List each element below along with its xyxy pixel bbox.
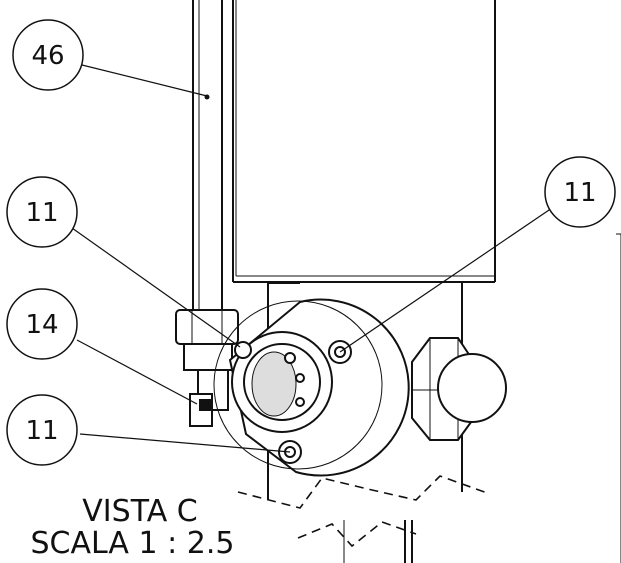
- callout-14-label: 14: [25, 310, 58, 340]
- callout-11-right: 11: [544, 156, 616, 228]
- callout-11-top-label: 11: [25, 198, 58, 228]
- break-line: [237, 475, 491, 548]
- view-title: VISTA C: [82, 494, 198, 529]
- callout-11-top: 11: [6, 176, 78, 248]
- callout-46: 46: [12, 19, 84, 91]
- cylinder-body: [232, 0, 496, 283]
- callout-11-right-label: 11: [563, 178, 596, 208]
- leader-lines: [71, 63, 553, 453]
- view-scale: SCALA 1 : 2.5: [30, 526, 235, 561]
- connector: [189, 393, 213, 427]
- vertical-tube: [192, 0, 223, 312]
- callout-14: 14: [6, 288, 78, 360]
- round-flange: [213, 298, 410, 477]
- lower-shaft: [343, 520, 413, 563]
- callout-11-bottom: 11: [6, 394, 78, 466]
- frame-edge: [616, 233, 621, 563]
- leader-dot-46: [204, 94, 210, 100]
- callout-11-bottom-label: 11: [25, 416, 58, 446]
- hex-plug: [411, 337, 507, 441]
- callout-46-label: 46: [31, 41, 64, 71]
